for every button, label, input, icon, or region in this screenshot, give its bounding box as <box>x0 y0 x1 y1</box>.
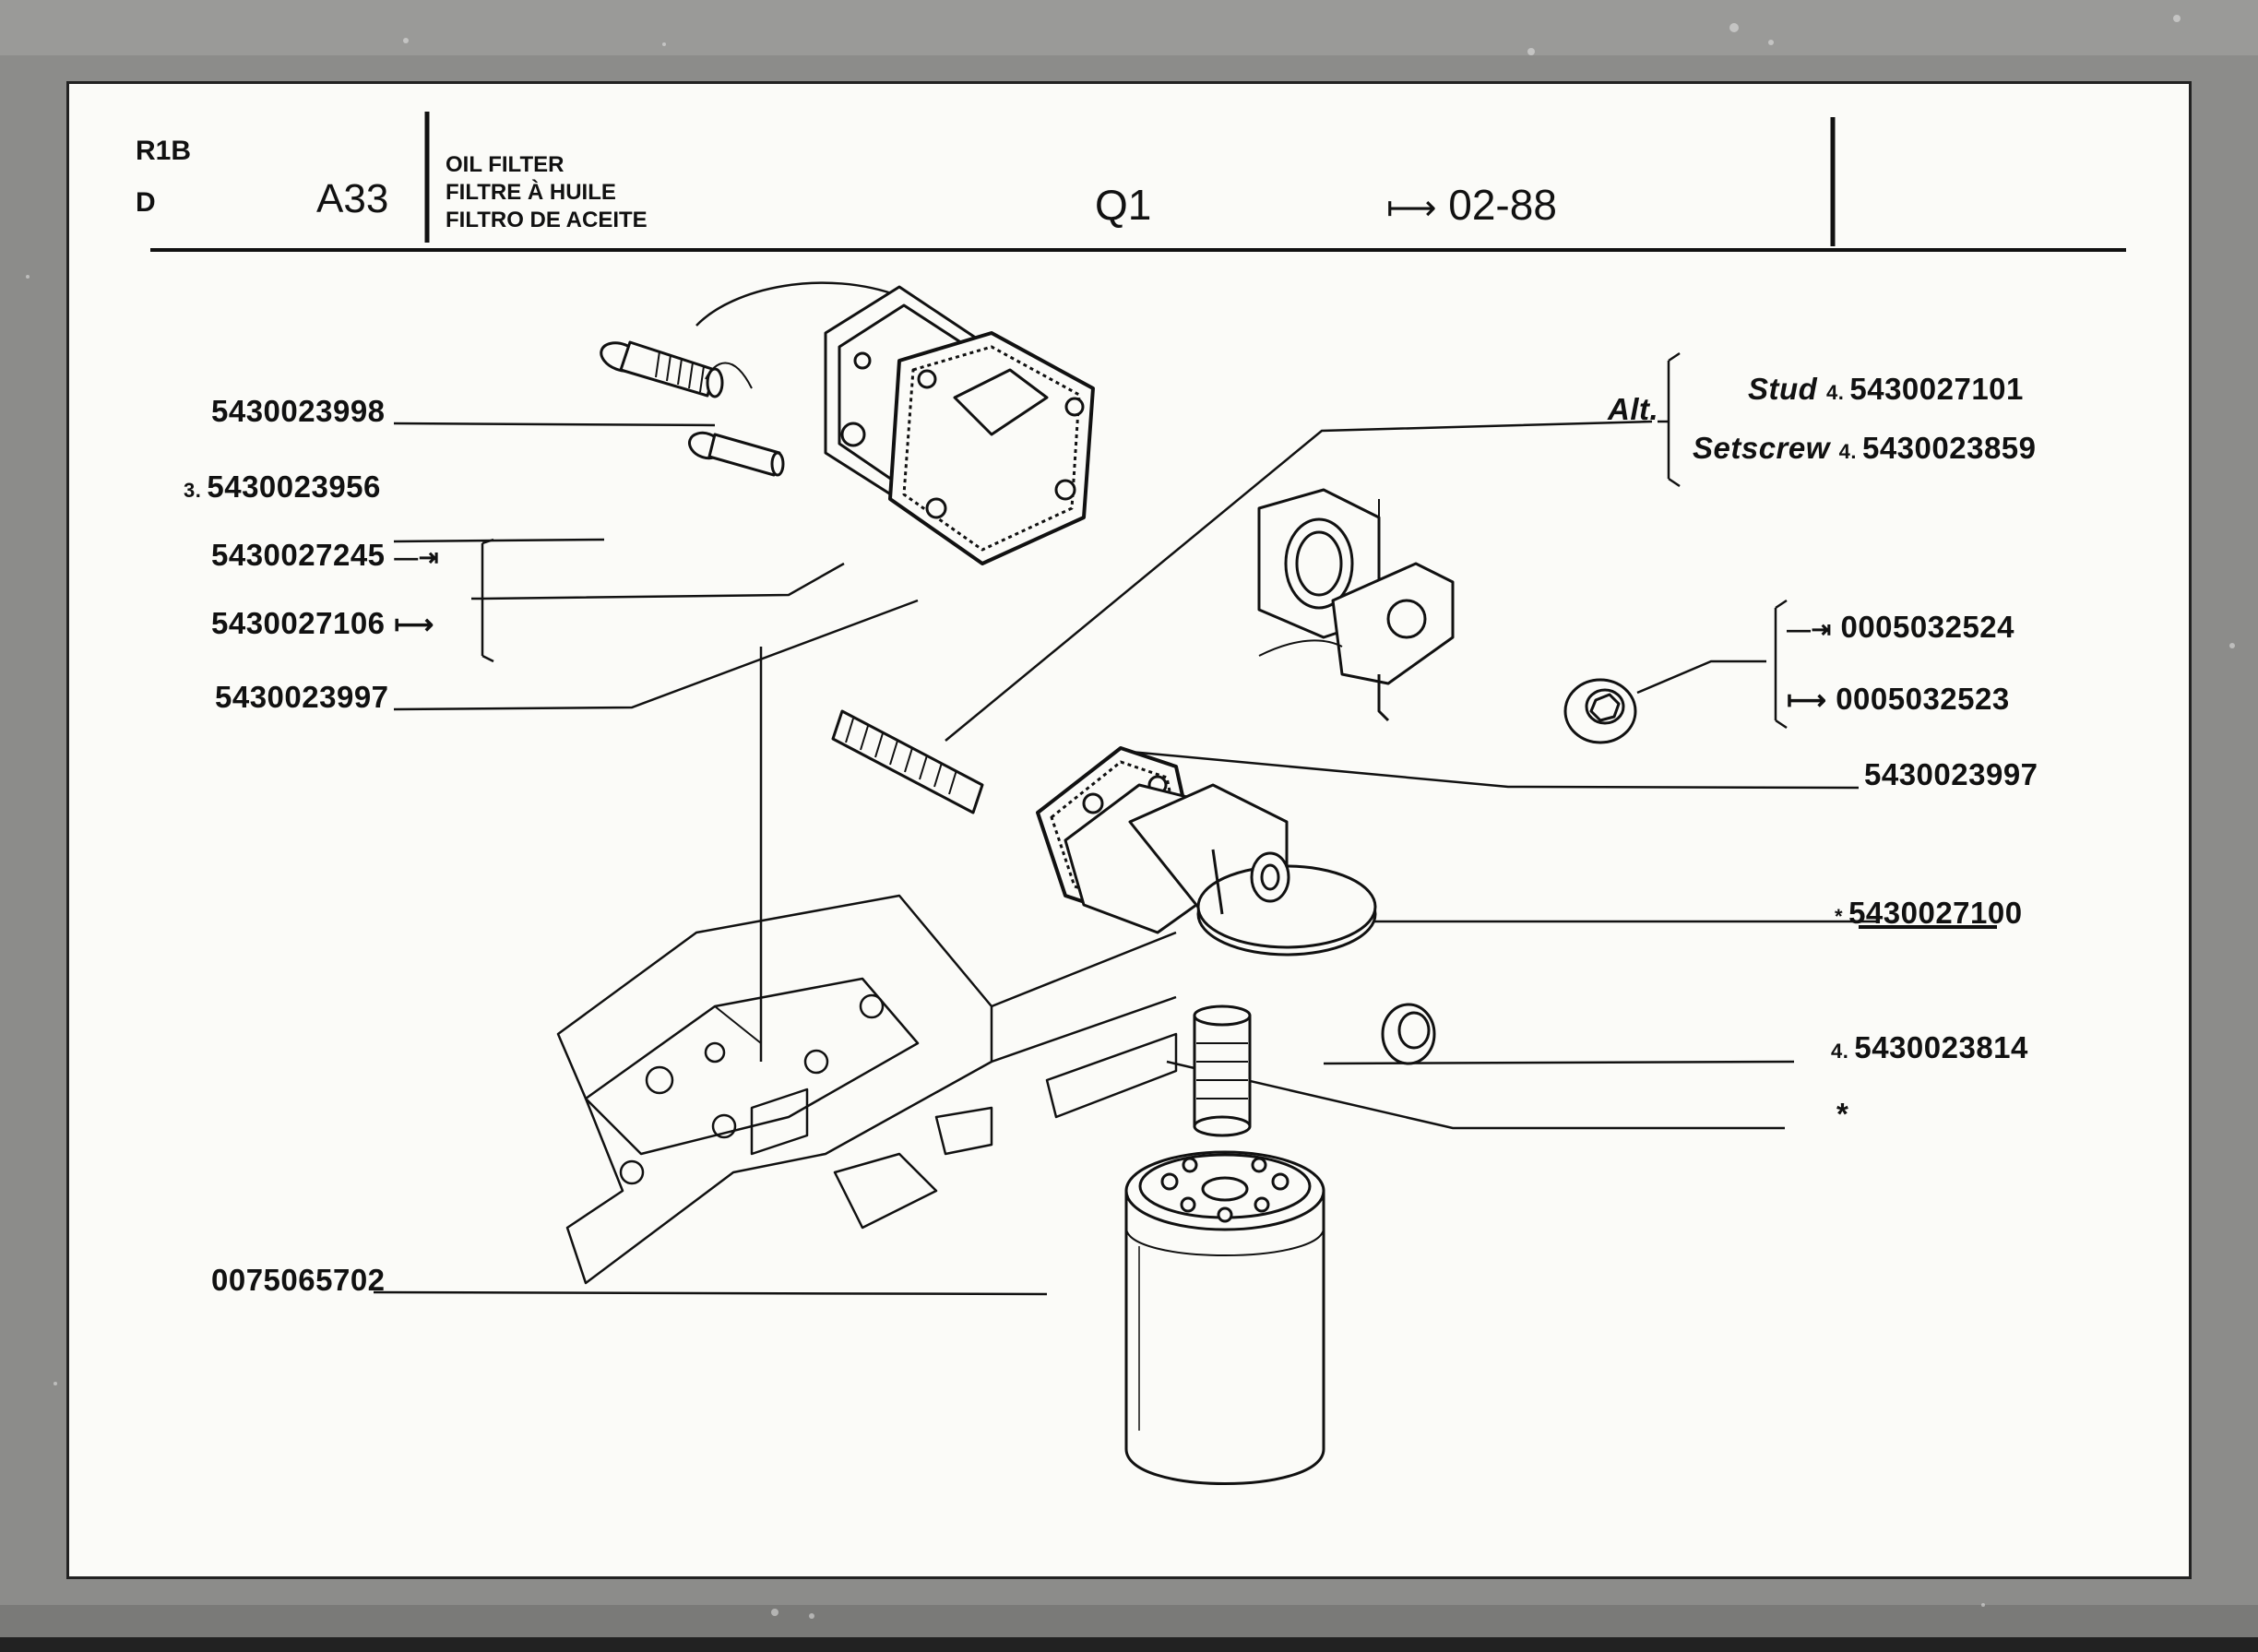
group-code: Q1 <box>1095 181 1152 229</box>
callout-gasket-left: 5430023997 <box>215 680 389 714</box>
title-english: OIL FILTER <box>446 152 564 177</box>
stud-part: 5430027101 <box>1849 372 2024 406</box>
nipple-icon <box>1193 1004 1252 1137</box>
callout-screw: 3.5430023956 <box>184 469 381 505</box>
callout-setscrew: Setscrew 4.5430023859 <box>1693 431 2037 466</box>
callout-nut: 4.5430023814 <box>1831 1030 2028 1065</box>
callout-stud: Stud 4.5430027101 <box>1748 372 2024 407</box>
arrow-icon: ⟼ <box>1386 189 1437 228</box>
cover-a-part: 5430027245 <box>211 538 386 572</box>
variant-code: D <box>136 187 156 218</box>
setscrew-part: 5430023859 <box>1861 431 2037 465</box>
callout-nipple: * <box>1836 1097 1849 1131</box>
cover-b-part: 5430027106 <box>211 606 386 640</box>
engine-block-icon <box>556 894 1178 1285</box>
callout-bolt: 5430023998 <box>211 394 386 428</box>
plug-b-part: 0005032523 <box>1836 682 2010 716</box>
nut-qty: 4. <box>1831 1040 1849 1063</box>
filter-support-icon <box>1036 746 1377 957</box>
oil-filter-cartridge-icon <box>1124 1150 1325 1485</box>
title-french: FILTRE À HUILE <box>446 180 616 205</box>
catalog-page: R1B D A33 OIL FILTER FILTRE À HUILE FILT… <box>66 81 2192 1579</box>
plug-a-part: 0005032524 <box>1840 610 2014 644</box>
screw-qty: 3. <box>184 479 202 502</box>
support-mark: * <box>1835 905 1844 928</box>
callout-gasket-right: 5430023997 <box>1864 757 2038 791</box>
stud-icon <box>831 709 984 814</box>
model-code: R1B <box>136 136 192 166</box>
screw-icon <box>688 431 785 477</box>
callout-cover-b: 5430027106 ⟼ <box>211 606 434 641</box>
exploded-parts-diagram <box>150 112 2126 1485</box>
validity-date: 02-88 <box>1448 181 1557 229</box>
setscrew-label: Setscrew <box>1693 431 1830 465</box>
support-part: 5430027100 <box>1848 896 2023 930</box>
plug-icon <box>1563 678 1637 744</box>
stud-qty: 4. <box>1826 381 1845 404</box>
alt-label: Alt. <box>1608 392 1659 426</box>
validity: ⟼ 02-88 <box>1386 180 1557 230</box>
plug-b-arrow-icon: ⟼ <box>1787 685 1827 716</box>
cover-a-arrow-icon: —⇥ <box>394 543 439 571</box>
stud-label: Stud <box>1748 372 1818 406</box>
title-spanish: FILTRO DE ACEITE <box>446 208 648 232</box>
callout-support: *5430027100 <box>1835 896 2023 931</box>
cover-b-arrow-icon: ⟼ <box>394 610 434 640</box>
bolt-icon <box>600 340 724 398</box>
nut-icon <box>1381 1003 1436 1065</box>
section-code: A33 <box>316 176 389 221</box>
flange-block-icon <box>1257 488 1455 722</box>
plug-a-arrow-icon: —⇥ <box>1787 615 1832 643</box>
nut-part: 5430023814 <box>1854 1030 2028 1064</box>
callout-filter: 0075065702 <box>211 1263 386 1297</box>
gasket-icon <box>888 331 1095 565</box>
setscrew-qty: 4. <box>1838 440 1857 463</box>
screw-part: 5430023956 <box>207 469 381 504</box>
callout-cover-a: 5430027245 —⇥ <box>211 538 439 573</box>
callout-plug-a: —⇥ 0005032524 <box>1787 610 2014 645</box>
callout-plug-b: ⟼ 0005032523 <box>1787 682 2010 717</box>
